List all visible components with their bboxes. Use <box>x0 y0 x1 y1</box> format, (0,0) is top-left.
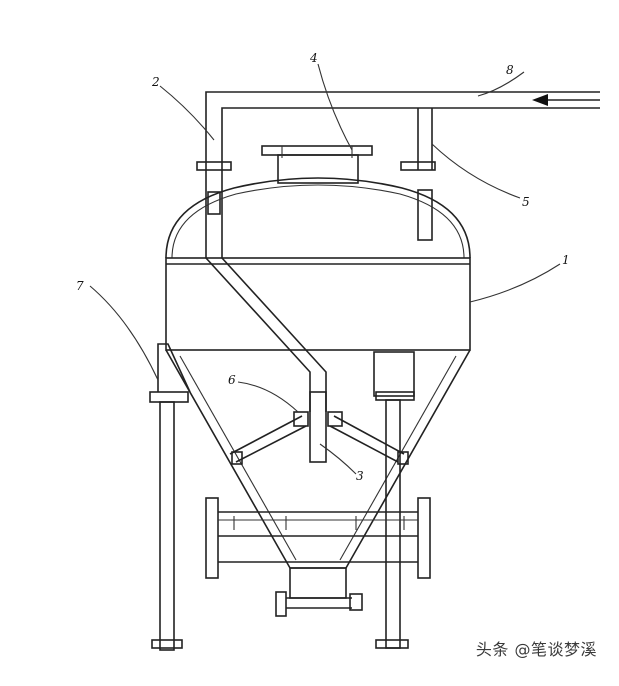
discharge-pipe <box>205 497 431 579</box>
pipe-flanges <box>196 161 436 241</box>
internal-pipe <box>205 257 327 463</box>
label-2: 2 <box>151 75 160 89</box>
outlet-valve <box>275 567 363 617</box>
cylinder-shell <box>165 257 471 351</box>
label-3: 3 <box>356 469 364 483</box>
label-7: 7 <box>76 279 84 293</box>
inlet-pipe <box>205 91 600 258</box>
leader-lines <box>89 63 561 475</box>
support-braces <box>229 411 409 465</box>
label-4: 4 <box>309 51 318 65</box>
manhole <box>261 145 373 184</box>
legs <box>149 343 415 651</box>
label-1: 1 <box>562 253 570 267</box>
label-6: 6 <box>228 373 236 387</box>
dome-head <box>165 177 471 259</box>
flow-arrow-icon <box>532 94 600 106</box>
label-8: 8 <box>506 63 514 77</box>
label-5: 5 <box>522 195 530 209</box>
watermark: 头条 @笔谈梦溪 <box>475 640 597 659</box>
